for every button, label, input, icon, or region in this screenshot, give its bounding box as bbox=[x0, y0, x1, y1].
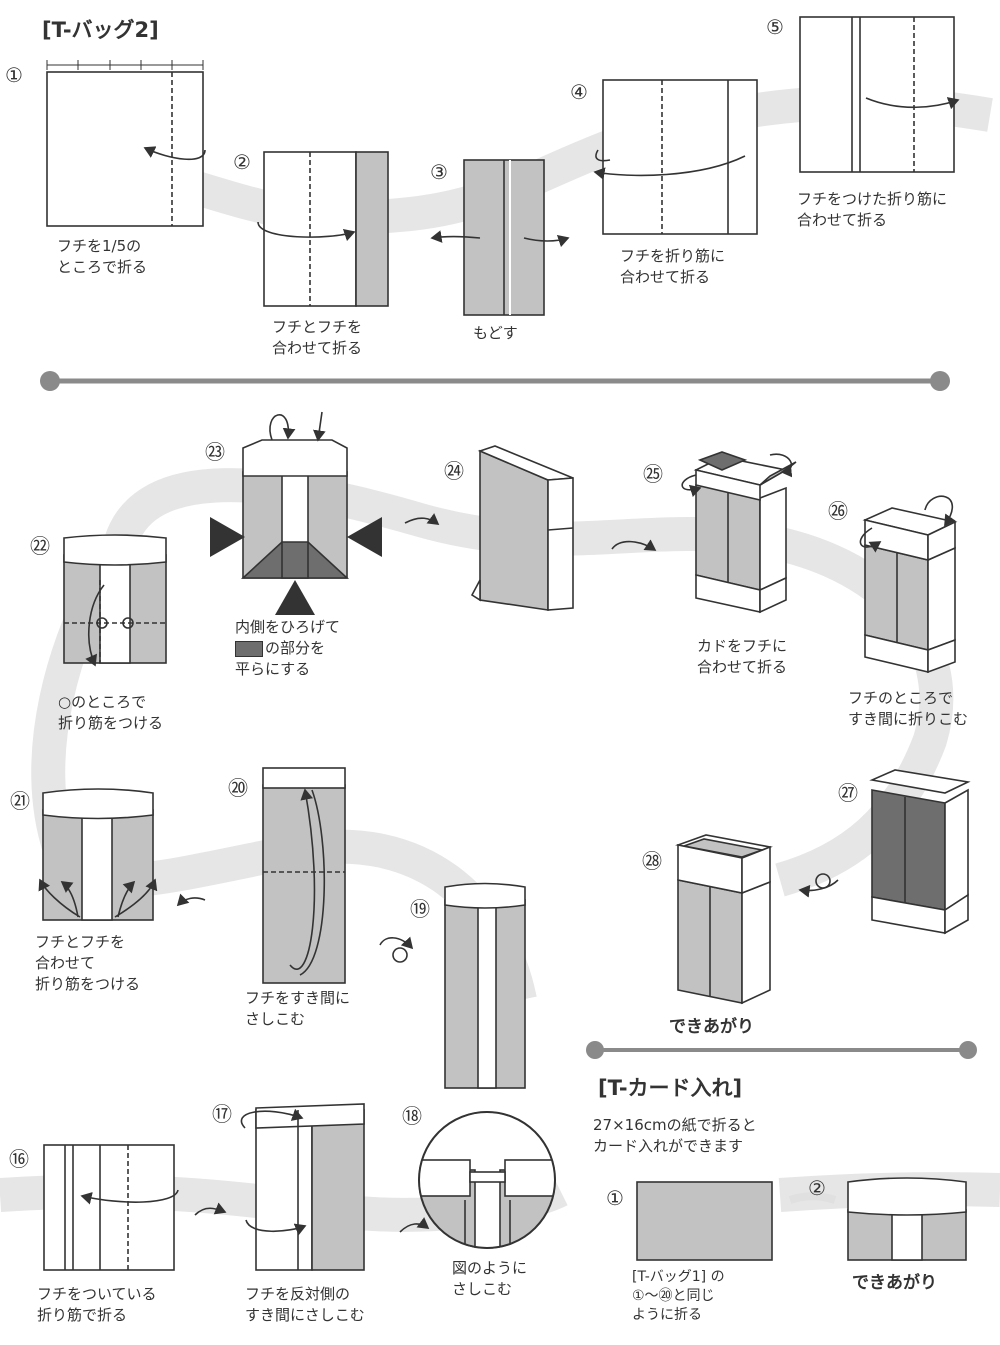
step-19-figure bbox=[379, 882, 526, 1089]
step-num: ⑳ bbox=[228, 776, 248, 800]
step-num: ㉔ bbox=[444, 459, 464, 483]
step-num: ⑯ bbox=[9, 1147, 29, 1171]
shaded-area-swatch bbox=[235, 641, 263, 657]
card-divider bbox=[586, 1041, 977, 1059]
step-24-figure bbox=[404, 445, 574, 611]
step-3-figure bbox=[430, 159, 570, 316]
step-num: ⑰ bbox=[212, 1102, 232, 1126]
step-caption: フチとフチを 合わせて 折り筋をつける bbox=[35, 933, 141, 993]
step-num: ① bbox=[5, 63, 23, 87]
step-num: ㉘ bbox=[642, 849, 662, 873]
step-num: ㉗ bbox=[838, 781, 858, 805]
step-caption: フチを反対側の すき間にさしこむ bbox=[245, 1285, 365, 1324]
step-22-figure bbox=[63, 534, 167, 667]
step-caption: フチのところで すき間に折りこむ bbox=[848, 689, 969, 728]
card-done-label: できあがり bbox=[852, 1273, 937, 1293]
step-caption: フチをついている 折り筋で折る bbox=[37, 1285, 157, 1324]
step-num: ⑲ bbox=[410, 897, 430, 921]
step-5-figure bbox=[799, 16, 960, 173]
step-num: ⑤ bbox=[766, 15, 784, 39]
bag-title: [T-バッグ2] bbox=[42, 18, 159, 42]
step-num: ㉓ bbox=[205, 440, 225, 464]
card-intro: 27×16cmの紙で折ると カード入れができます bbox=[593, 1116, 757, 1155]
card-step-2-figure bbox=[788, 1177, 967, 1261]
step-caption: フチを折り筋に 合わせて折る bbox=[620, 247, 726, 286]
card-title: [T-カード入れ] bbox=[598, 1076, 743, 1100]
step-21-figure bbox=[38, 788, 206, 921]
step-2-figure bbox=[257, 151, 389, 307]
step-20-figure bbox=[262, 767, 346, 984]
step-16-figure bbox=[43, 1144, 227, 1271]
step-caption: カドをフチに 合わせて折る bbox=[697, 637, 788, 676]
step-caption: 図のように さしこむ bbox=[452, 1259, 528, 1298]
step-num: ③ bbox=[430, 160, 448, 184]
step-num: ④ bbox=[570, 80, 588, 104]
step-num: ㉕ bbox=[643, 462, 663, 486]
step-23-figure bbox=[210, 411, 382, 615]
card-step-caption: [T-バッグ1] の ①～⑳と同じ ように折る bbox=[632, 1269, 725, 1323]
step-4-figure bbox=[593, 79, 758, 235]
step-num: ② bbox=[233, 150, 251, 174]
step-27-figure bbox=[798, 769, 971, 935]
step-num: ㉑ bbox=[10, 789, 30, 813]
step-18-figure bbox=[418, 1111, 556, 1249]
step-caption: 内側をひろげて の部分を 平らにする bbox=[235, 618, 341, 678]
step-caption: ○のところで 折り筋をつける bbox=[58, 693, 164, 732]
step-caption: フチをつけた折り筋に 合わせて折る bbox=[797, 190, 948, 229]
step-caption: もどす bbox=[473, 324, 518, 342]
step-26-figure bbox=[859, 495, 958, 674]
step-num: ① bbox=[606, 1186, 624, 1210]
step-17-figure bbox=[240, 1103, 430, 1271]
step-caption: フチとフチを 合わせて折る bbox=[272, 318, 363, 357]
step-num: ② bbox=[808, 1176, 826, 1200]
step-28-figure bbox=[675, 834, 773, 1005]
step-caption: フチを1/5の ところで折る bbox=[57, 237, 148, 276]
card-step-1-figure bbox=[636, 1181, 773, 1261]
step-25-figure bbox=[611, 451, 797, 614]
step-1-figure bbox=[46, 60, 206, 227]
step-caption: フチをすき間に さしこむ bbox=[245, 989, 351, 1028]
section-divider bbox=[40, 371, 950, 391]
step-num: ㉖ bbox=[828, 499, 848, 523]
step-num: ⑱ bbox=[402, 1104, 422, 1128]
bag-done-label: できあがり bbox=[669, 1017, 754, 1037]
step-num: ㉒ bbox=[30, 534, 50, 558]
